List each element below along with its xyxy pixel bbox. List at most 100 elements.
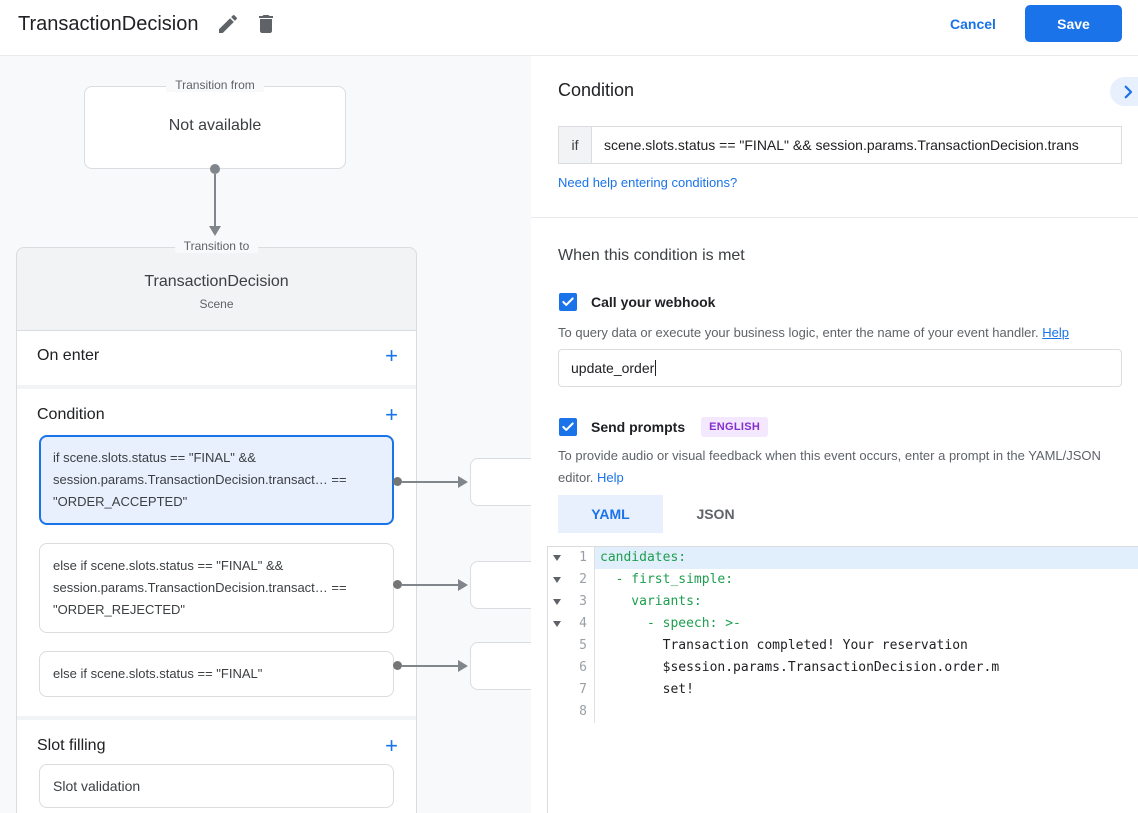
yaml-code-editor[interactable]: 1 candidates: 2 - first_simple: 3 varian… [547,546,1138,813]
code-text: variants: [600,594,702,609]
divider [531,217,1138,218]
code-line: 8 [548,701,1138,723]
condition-section: Condition + if scene.slots.status == "FI… [17,389,416,716]
code-text: - first_simple: [600,572,734,587]
transition-to-legend: Transition to [174,239,259,253]
prompts-helper-text: To provide audio or visual feedback when… [558,445,1120,489]
code-line: 4 - speech: >- [548,613,1138,635]
add-condition-button[interactable]: + [385,402,398,427]
code-text: - speech: >- [600,616,741,631]
cancel-button[interactable]: Cancel [938,10,1008,38]
checkmark-icon [562,422,574,431]
line-number: 4 [579,616,587,631]
webhook-help-link[interactable]: Help [1042,325,1069,340]
if-prefix-label: if [559,127,592,163]
prompts-checkbox-row: Send prompts ENGLISH [559,417,769,437]
slot-filling-label: Slot filling [37,737,106,754]
code-line: 7 set! [548,679,1138,701]
code-text: candidates: [595,547,1138,569]
line-number: 2 [579,572,587,587]
language-badge: ENGLISH [701,417,769,437]
edit-pencil-icon[interactable] [216,12,240,36]
scene-type: Scene [199,297,234,311]
code-text: set! [600,682,694,697]
checkmark-icon [562,297,574,306]
webhook-label: Call your webhook [591,294,716,310]
code-text: Transaction completed! Your reservation [600,638,968,653]
connector-line [214,174,216,226]
tab-json[interactable]: JSON [663,495,768,533]
save-button[interactable]: Save [1025,5,1122,42]
code-line: 5 Transaction completed! Your reservatio… [548,635,1138,657]
scene-header: TransactionDecision Scene [17,248,416,331]
line-number: 8 [579,704,587,719]
tab-yaml[interactable]: YAML [558,495,663,533]
on-enter-label: On enter [37,347,100,364]
target-scene-node[interactable] [470,642,542,690]
event-handler-input[interactable]: update_order [558,349,1122,387]
edge-dot [393,580,402,589]
condition-label: Condition [37,406,105,423]
condition-detail-panel: Condition if scene.slots.status == "FINA… [531,56,1138,813]
webhook-checkbox[interactable] [559,293,577,311]
prompts-checkbox[interactable] [559,418,577,436]
arrow-down-icon [209,226,221,236]
condition-expression-row: if scene.slots.status == "FINAL" && sess… [558,126,1122,164]
scene-name: TransactionDecision [144,273,289,290]
transition-from-status: Not available [168,117,262,134]
edge-dot [393,661,402,670]
edge-line [402,665,459,667]
transition-to-box: Transition to TransactionDecision Scene … [16,239,417,813]
add-slot-button[interactable]: + [385,733,398,758]
when-met-heading: When this condition is met [558,247,745,264]
fold-arrow-icon[interactable] [553,577,561,583]
editor-tabs: YAML JSON [558,495,768,533]
code-text: $session.params.TransactionDecision.orde… [600,660,1000,675]
code-line: 2 - first_simple: [548,569,1138,591]
fold-arrow-icon[interactable] [553,599,561,605]
condition-card-final[interactable]: else if scene.slots.status == "FINAL" [39,651,394,697]
fold-arrow-icon[interactable] [553,621,561,627]
chevron-right-icon [1124,85,1133,98]
webhook-checkbox-row: Call your webhook [559,293,715,311]
on-enter-section: On enter + [17,331,416,385]
line-number: 7 [579,682,587,697]
line-number: 1 [579,550,587,565]
code-text [595,701,1138,723]
connector-dot [210,164,220,174]
add-on-enter-button[interactable]: + [385,343,398,368]
delete-trash-icon[interactable] [254,12,278,36]
target-scene-node[interactable] [470,458,542,506]
edge-dot [393,477,402,486]
top-bar: TransactionDecision Cancel Save [0,0,1138,56]
transition-from-box: Transition from Not available [84,78,346,169]
arrow-right-icon [458,660,468,672]
webhook-helper-body: To query data or execute your business l… [558,325,1039,340]
prompts-helper-body: To provide audio or visual feedback when… [558,448,1101,485]
line-number: 5 [579,638,587,653]
code-line: 6 $session.params.TransactionDecision.or… [548,657,1138,679]
text-cursor [655,360,657,376]
prompts-help-link[interactable]: Help [597,470,624,485]
prompts-label: Send prompts [591,419,686,435]
slot-validation-card[interactable]: Slot validation [39,764,394,808]
condition-card-rejected[interactable]: else if scene.slots.status == "FINAL" &&… [39,543,394,633]
line-number: 6 [579,660,587,675]
line-number: 3 [579,594,587,609]
webhook-helper-text: To query data or execute your business l… [558,322,1128,344]
collapse-panel-button[interactable] [1110,77,1138,106]
arrow-right-icon [458,476,468,488]
event-handler-value: update_order [571,360,655,376]
condition-expression-input[interactable]: scene.slots.status == "FINAL" && session… [604,137,1079,153]
code-line: 3 variants: [548,591,1138,613]
panel-title: Condition [558,80,635,100]
fold-arrow-icon[interactable] [553,555,561,561]
need-help-link[interactable]: Need help entering conditions? [558,175,738,190]
scene-graph-area: Transition from Not available Transition… [0,56,542,813]
page-title: TransactionDecision [18,13,199,35]
edge-line [402,481,459,483]
code-line: 1 candidates: [548,547,1138,569]
arrow-right-icon [458,579,468,591]
condition-card-accepted[interactable]: if scene.slots.status == "FINAL" && sess… [39,435,394,525]
